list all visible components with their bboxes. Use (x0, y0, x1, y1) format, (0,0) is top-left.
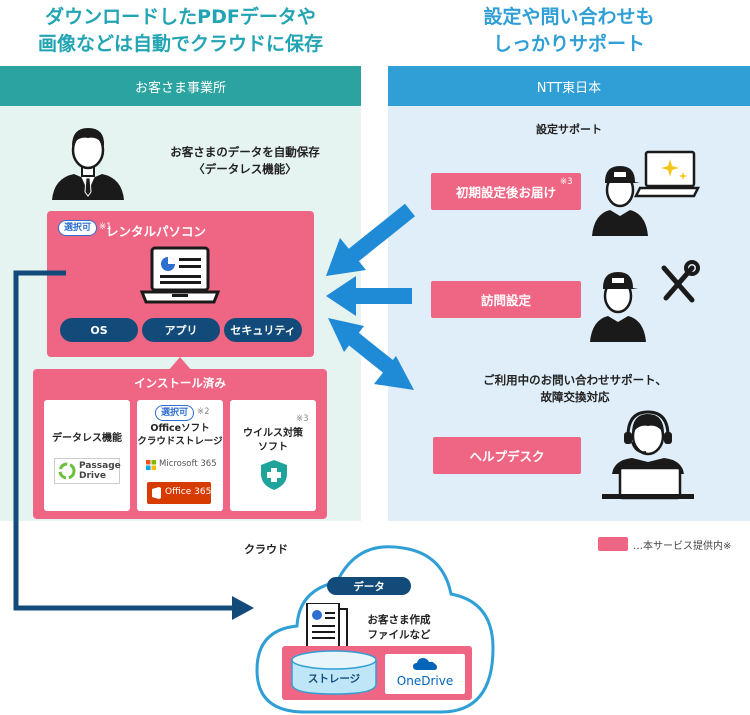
rental-selectable-badge: 選択可 (58, 220, 98, 236)
office-text: Officeソフト クラウドストレージ (137, 422, 223, 448)
auto-save-text: お客さまのデータを自動保存 〈データレス機能〉 (150, 144, 340, 178)
storage-icon (291, 650, 377, 695)
inquiry-text: ご利用中のお問い合わせサポート、 故障交換対応 (460, 372, 690, 406)
auto-save-line2: 〈データレス機能〉 (193, 162, 297, 176)
office-icon (152, 487, 161, 499)
connector-triangle (168, 357, 192, 371)
passage-drive-logo: Passage Drive (54, 458, 121, 484)
microsoft-365-logo: Microsoft 365 (146, 458, 217, 472)
office-note: ※2 (197, 407, 210, 417)
files-line2: ファイルなど (367, 629, 431, 641)
helpdesk-operator-icon (602, 410, 694, 500)
cloud-sync-arrow (13, 270, 254, 620)
onedrive-logo: OneDrive (385, 654, 465, 694)
installed-title: インストール済み (134, 376, 226, 390)
shield-icon (261, 460, 287, 490)
office-selectable-badge: 選択可 (155, 405, 195, 421)
antivirus-note: ※3 (296, 414, 309, 424)
headline-right: 設定や問い合わせも しっかりサポート (388, 4, 750, 58)
security-pill: セキュリティ (224, 318, 302, 342)
inquiry-line1: ご利用中のお問い合わせサポート、 (483, 373, 667, 387)
rental-pc-title: レンタルパソコン (106, 224, 207, 239)
legend-swatch (598, 537, 628, 551)
antivirus-text: ウイルス対策 ソフト (230, 427, 316, 455)
office-line1: Officeソフト (150, 423, 210, 434)
visit-technician-icon (590, 260, 700, 342)
visit-setup-box: 訪問設定 (431, 281, 581, 318)
office-panel-header: お客さま事業所 (0, 66, 361, 106)
passage-logo-line2: Drive (79, 471, 106, 481)
passage-drive-icon (58, 462, 76, 480)
legend-text: …本サービス提供内※ (633, 541, 732, 552)
storage-label: ストレージ (307, 673, 361, 685)
setup-technician-icon (592, 150, 700, 236)
inquiry-line2: 故障交換対応 (540, 390, 610, 404)
antivirus-card (230, 400, 316, 511)
support-arrows (326, 203, 415, 390)
dataless-card (44, 400, 130, 511)
apps-pill: アプリ (142, 318, 220, 342)
dataless-label: データレス機能 (52, 433, 122, 444)
data-pill: データ (327, 577, 411, 595)
initial-setup-box: 初期設定後お届け (431, 173, 581, 210)
office-worker-icon (52, 128, 124, 200)
office-365-logo: Office 365 (147, 482, 211, 504)
headline-left: ダウンロードしたPDFデータや 画像などは自動でクラウドに保存 (0, 4, 361, 58)
antivirus-line1: ウイルス対策 (243, 428, 303, 439)
microsoft-icon (146, 460, 156, 470)
onedrive-icon (413, 658, 437, 670)
setup-support-label: 設定サポート (536, 123, 602, 136)
office-365-text: Office 365 (165, 487, 212, 497)
office-line2: クラウドストレージ (137, 436, 223, 447)
passage-logo-line1: Passage (79, 461, 121, 471)
rental-note: ※1 (99, 222, 112, 232)
antivirus-line2: ソフト (258, 442, 288, 453)
headline-right-line2: しっかりサポート (492, 33, 645, 55)
files-text: お客さま作成 ファイルなど (356, 613, 442, 643)
os-pill: OS (60, 318, 138, 342)
auto-save-line1: お客さまのデータを自動保存 (170, 145, 320, 159)
onedrive-text: OneDrive (396, 674, 454, 688)
files-line1: お客さま作成 (367, 614, 431, 626)
headline-right-line1: 設定や問い合わせも (483, 6, 655, 28)
laptop-icon (140, 246, 220, 304)
cloud-label: クラウド (244, 543, 288, 556)
ntt-panel-header: NTT東日本 (388, 66, 750, 106)
initial-setup-note: ※3 (560, 177, 573, 187)
microsoft-365-text: Microsoft 365 (159, 459, 217, 469)
helpdesk-box: ヘルプデスク (433, 437, 581, 474)
headline-left-line1: ダウンロードしたPDFデータや (45, 6, 316, 28)
headline-left-line2: 画像などは自動でクラウドに保存 (37, 33, 323, 55)
